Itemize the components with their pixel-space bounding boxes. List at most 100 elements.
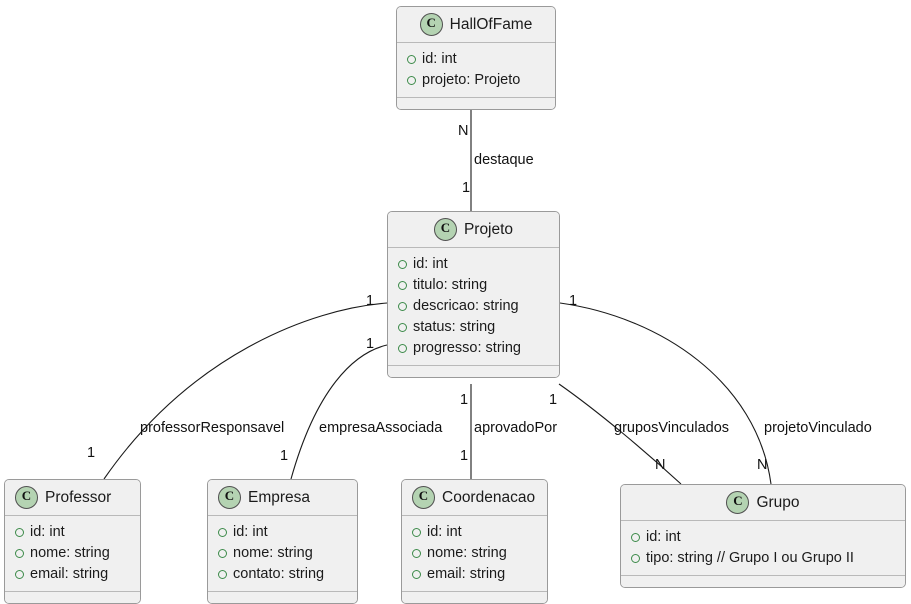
- attribute-text: id: int: [646, 529, 681, 545]
- multiplicity-projeto-vinculado-target: N: [757, 457, 768, 473]
- class-methods-compartment: [388, 366, 559, 377]
- multiplicity-empresa-associada-source: 1: [366, 336, 375, 352]
- class-attribute: progresso: string: [388, 338, 559, 359]
- attribute-text: id: int: [233, 524, 268, 540]
- attribute-text: contato: string: [233, 566, 325, 582]
- class-attribute: nome: string: [5, 543, 140, 564]
- attribute-visibility-icon: [398, 323, 407, 332]
- class-methods-compartment: [397, 98, 555, 109]
- class-attribute: email: string: [402, 564, 547, 585]
- class-box-professor[interactable]: C Professor id: int nome: string email: …: [4, 479, 141, 604]
- class-attribute: titulo: string: [388, 275, 559, 296]
- class-attributes: id: int nome: string contato: string: [208, 516, 357, 592]
- attribute-text: progresso: string: [413, 340, 521, 356]
- attribute-visibility-icon: [412, 570, 421, 579]
- class-badge-icon: C: [419, 13, 443, 36]
- class-title: Empresa: [248, 488, 311, 506]
- class-header: C HallOfFame: [397, 7, 555, 43]
- attribute-text: tipo: string // Grupo I ou Grupo II: [646, 550, 854, 566]
- class-attribute: id: int: [388, 254, 559, 275]
- attribute-visibility-icon: [398, 302, 407, 311]
- attribute-visibility-icon: [15, 570, 24, 579]
- class-attribute: contato: string: [208, 564, 357, 585]
- class-attribute: tipo: string // Grupo I ou Grupo II: [621, 548, 905, 569]
- attribute-visibility-icon: [407, 55, 416, 64]
- attribute-visibility-icon: [218, 570, 227, 579]
- multiplicity-aprovado-por-source: 1: [460, 392, 469, 408]
- edge-empresa-associada: [290, 344, 388, 480]
- class-title: Professor: [45, 488, 112, 506]
- class-attribute: descricao: string: [388, 296, 559, 317]
- class-attribute: id: int: [397, 49, 555, 70]
- attribute-text: email: string: [427, 566, 506, 582]
- attribute-visibility-icon: [631, 554, 640, 563]
- attribute-visibility-icon: [218, 549, 227, 558]
- attribute-text: id: int: [422, 51, 457, 67]
- edge-label-destaque: destaque: [474, 152, 534, 168]
- multiplicity-professor-responsavel-source: 1: [366, 293, 375, 309]
- edge-label-grupos-vinculados: gruposVinculados: [614, 420, 730, 436]
- multiplicity-empresa-associada-target: 1: [280, 448, 289, 464]
- class-badge-icon: C: [433, 218, 457, 241]
- class-badge-icon: C: [412, 486, 435, 509]
- attribute-visibility-icon: [407, 76, 416, 85]
- attribute-text: projeto: Projeto: [422, 72, 521, 88]
- attribute-visibility-icon: [15, 528, 24, 537]
- multiplicity-projeto-vinculado-source: 1: [569, 293, 578, 309]
- attribute-visibility-icon: [398, 260, 407, 269]
- class-attribute: nome: string: [402, 543, 547, 564]
- class-attributes: id: int nome: string email: string: [402, 516, 547, 592]
- attribute-visibility-icon: [412, 549, 421, 558]
- class-attribute: id: int: [402, 522, 547, 543]
- attribute-text: nome: string: [427, 545, 507, 561]
- class-attributes: id: int projeto: Projeto: [397, 43, 555, 98]
- attribute-text: id: int: [30, 524, 65, 540]
- class-box-empresa[interactable]: C Empresa id: int nome: string contato: …: [207, 479, 358, 604]
- multiplicity-aprovado-por-target: 1: [460, 448, 469, 464]
- class-attribute: projeto: Projeto: [397, 70, 555, 91]
- attribute-visibility-icon: [398, 344, 407, 353]
- multiplicity-grupos-vinculados-target: N: [655, 457, 666, 473]
- edge-label-projeto-vinculado: projetoVinculado: [764, 420, 872, 436]
- class-methods-compartment: [621, 576, 905, 587]
- class-header: C Projeto: [388, 212, 559, 248]
- attribute-visibility-icon: [15, 549, 24, 558]
- class-methods-compartment: [5, 592, 140, 603]
- class-attribute: id: int: [208, 522, 357, 543]
- class-attribute: status: string: [388, 317, 559, 338]
- attribute-visibility-icon: [631, 533, 640, 542]
- attribute-text: titulo: string: [413, 277, 488, 293]
- class-attribute: nome: string: [208, 543, 357, 564]
- class-box-grupo[interactable]: C Grupo id: int tipo: string // Grupo I …: [620, 484, 906, 588]
- attribute-text: descricao: string: [413, 298, 519, 314]
- class-title: Grupo: [756, 493, 800, 511]
- class-badge-icon: C: [15, 486, 38, 509]
- class-header: C Grupo: [621, 485, 905, 521]
- multiplicity-destaque-source: N: [458, 123, 469, 139]
- edge-label-professor-responsavel: professorResponsavel: [140, 420, 285, 436]
- class-title: Projeto: [463, 220, 514, 238]
- class-title: HallOfFame: [449, 15, 533, 33]
- attribute-visibility-icon: [218, 528, 227, 537]
- attribute-visibility-icon: [398, 281, 407, 290]
- multiplicity-grupos-vinculados-source: 1: [549, 392, 558, 408]
- class-box-hall-of-fame[interactable]: C HallOfFame id: int projeto: Projeto: [396, 6, 556, 110]
- class-box-projeto[interactable]: C Projeto id: int titulo: string descric…: [387, 211, 560, 378]
- class-attributes: id: int nome: string email: string: [5, 516, 140, 592]
- class-attributes: id: int tipo: string // Grupo I ou Grupo…: [621, 521, 905, 576]
- attribute-visibility-icon: [412, 528, 421, 537]
- class-attribute: email: string: [5, 564, 140, 585]
- attribute-text: id: int: [413, 256, 448, 272]
- class-box-coordenacao[interactable]: C Coordenacao id: int nome: string email…: [401, 479, 548, 604]
- class-badge-icon: C: [726, 491, 750, 514]
- edge-projeto-vinculado: [559, 302, 772, 485]
- class-header: C Coordenacao: [402, 480, 547, 516]
- class-methods-compartment: [402, 592, 547, 603]
- edge-professor-responsavel: [103, 302, 388, 480]
- class-badge-icon: C: [218, 486, 241, 509]
- attribute-text: id: int: [427, 524, 462, 540]
- edge-label-aprovado-por: aprovadoPor: [474, 420, 558, 436]
- class-attribute: id: int: [621, 527, 905, 548]
- class-attribute: id: int: [5, 522, 140, 543]
